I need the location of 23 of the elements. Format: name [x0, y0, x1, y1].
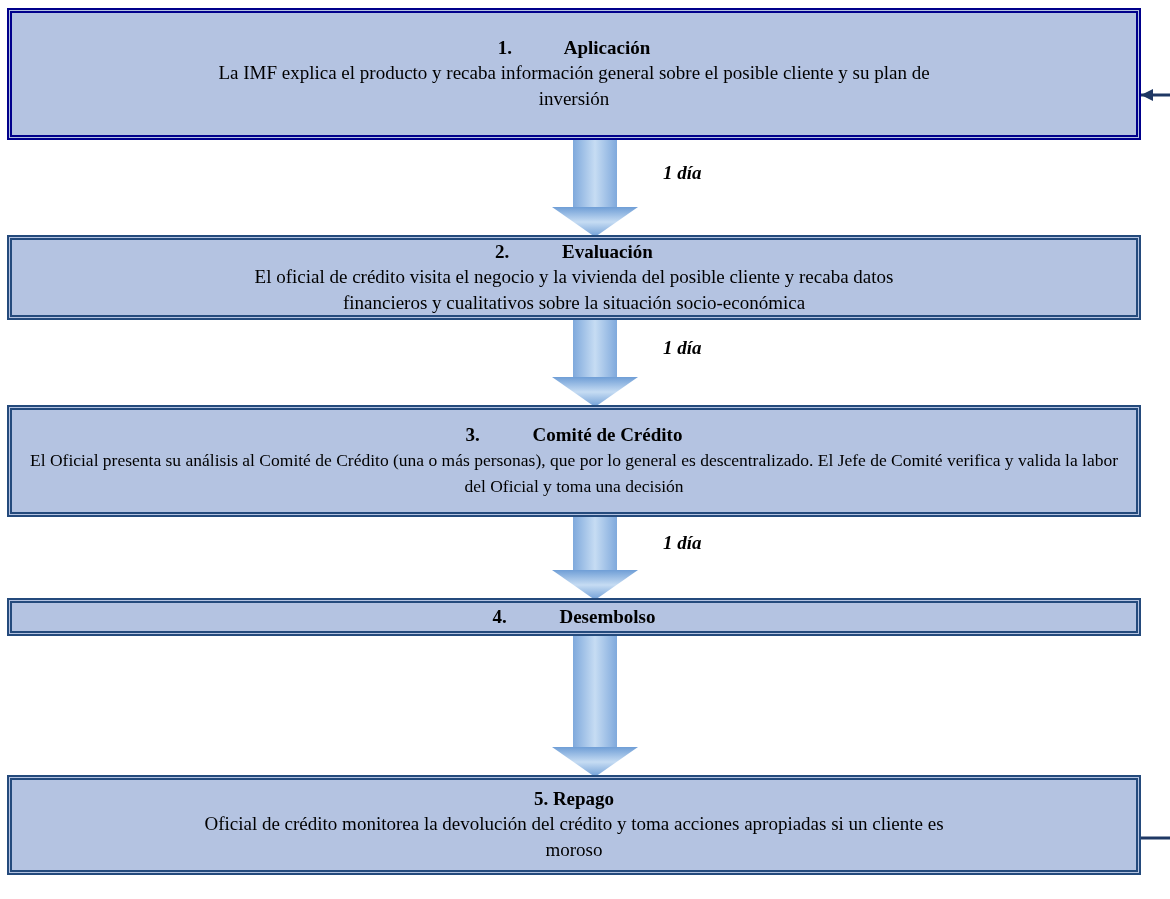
step-heading: 1. Aplicación — [497, 36, 651, 60]
edge-label: 1 día — [663, 161, 702, 184]
process-box — [7, 598, 1141, 636]
connector-line — [1141, 836, 1170, 840]
edge-label: 1 día — [663, 336, 702, 359]
block-arrow — [552, 636, 638, 777]
block-arrow — [552, 320, 638, 407]
step-description: El oficial de crédito visita el negocio y la vivienda del posible cliente y recaba datos financieros y cualitativos sobre la situación socio-económica — [253, 264, 895, 315]
step-heading: 5. Repago — [533, 787, 615, 811]
step-description: Oficial de crédito monitorea la devolución del crédito y toma acciones apropiadas si un cliente es moroso — [203, 812, 945, 862]
block-arrow — [552, 140, 638, 237]
edge-label: 1 día — [663, 531, 702, 554]
step-description: La IMF explica el producto y recaba información general sobre el posible cliente y su plan de inversión — [217, 61, 931, 111]
arrow — [1141, 89, 1170, 101]
step-description: El Oficial presenta su análisis al Comité de Crédito (una o más personas), que por lo general es descentralizado. El Jefe de Comité verifica y valida la labor del Oficial y toma una decisión — [29, 449, 1119, 498]
step-heading: 2. Evaluación — [495, 239, 653, 264]
process-box — [7, 405, 1141, 517]
step-heading: 3. Comité de Crédito — [465, 423, 683, 447]
block-arrow — [552, 517, 638, 600]
process-box — [7, 775, 1141, 875]
step-heading: 4. Desembolso — [492, 605, 656, 629]
process-box — [7, 8, 1141, 140]
process-box — [7, 235, 1141, 320]
